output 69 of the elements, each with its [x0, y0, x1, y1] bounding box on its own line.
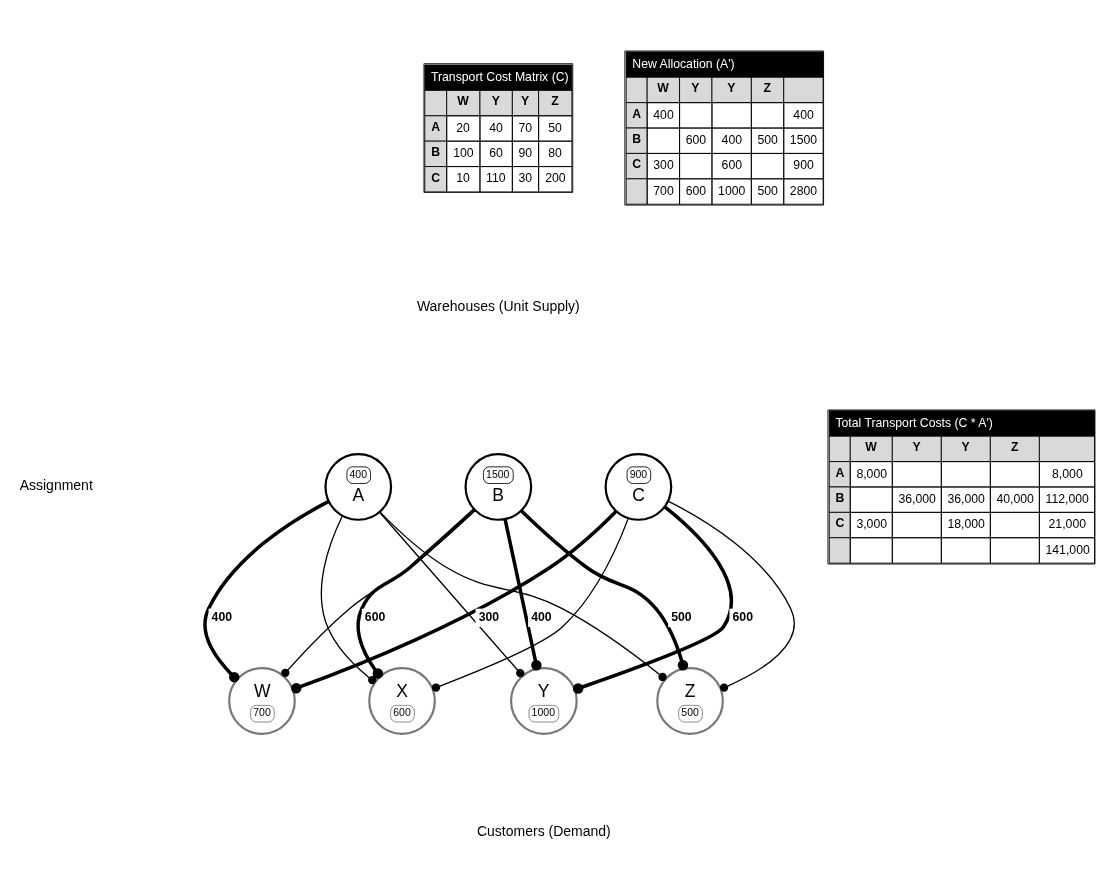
label: B: [431, 145, 441, 160]
label: 8,000: [1052, 466, 1083, 481]
label: 36,000: [898, 491, 936, 506]
edge-label: 300: [478, 609, 500, 624]
label: 18,000: [947, 517, 985, 532]
label: Y: [727, 81, 736, 96]
label: 90: [518, 146, 533, 161]
edge-label: 600: [364, 609, 386, 624]
label: 3,000: [856, 517, 888, 532]
label: 400: [793, 107, 814, 122]
label: 60: [489, 146, 503, 161]
label: 600: [685, 132, 707, 147]
label: 8,000: [856, 466, 888, 481]
label: Assignment: [19, 477, 93, 494]
label: 40,000: [996, 491, 1034, 506]
label: 500: [757, 132, 778, 147]
label: 30: [518, 171, 533, 186]
label: 400: [721, 132, 743, 147]
label: 900: [793, 158, 814, 173]
label: 70: [518, 120, 533, 135]
label: Y: [521, 94, 530, 109]
label: 400: [653, 107, 674, 122]
label: Y: [912, 440, 921, 455]
label: 500: [757, 183, 778, 198]
label: 1500: [789, 132, 818, 147]
label: 40: [489, 120, 503, 135]
label: 600: [685, 183, 707, 198]
label: Z: [551, 94, 559, 109]
edge-label: 600: [732, 609, 753, 624]
label: Total Transport Costs (C * A'): [835, 415, 993, 430]
edge-label: 500: [671, 609, 692, 624]
edge-label: 400: [531, 609, 552, 624]
label: Warehouses (Unit Supply): [416, 297, 580, 314]
label: A: [835, 465, 845, 480]
label: A: [431, 119, 441, 134]
label: 2800: [789, 183, 818, 198]
label: C: [431, 170, 441, 185]
label: B: [632, 132, 642, 147]
label: 600: [721, 158, 743, 173]
label: 200: [545, 171, 566, 186]
label: Z: [1010, 440, 1019, 455]
label: Y: [691, 81, 700, 96]
label: 20: [456, 120, 470, 135]
label: New Allocation (A'): [632, 56, 735, 71]
label: Y: [961, 440, 970, 455]
label: 50: [548, 120, 562, 135]
label: 80: [548, 146, 562, 161]
label: 100: [453, 146, 474, 161]
label: 110: [486, 171, 506, 186]
label: 21,000: [1048, 517, 1087, 532]
label: 141,000: [1045, 542, 1090, 557]
label: B: [835, 491, 845, 506]
label: Y: [491, 94, 500, 109]
label: 1000: [718, 183, 746, 198]
label: 300: [653, 158, 674, 173]
label: 36,000: [947, 491, 985, 506]
label: 10: [456, 171, 470, 186]
label: Customers (Demand): [476, 823, 611, 840]
edge-label: 400: [211, 609, 233, 624]
label: Transport Cost Matrix (C): [430, 69, 569, 84]
label: Z: [763, 81, 772, 96]
label: C: [632, 157, 642, 172]
label: W: [865, 440, 877, 455]
label: W: [657, 81, 669, 96]
label: 112,000: [1045, 491, 1089, 506]
label: A: [632, 106, 642, 121]
label: C: [835, 516, 845, 531]
label: 700: [653, 183, 674, 198]
label: W: [457, 94, 469, 109]
